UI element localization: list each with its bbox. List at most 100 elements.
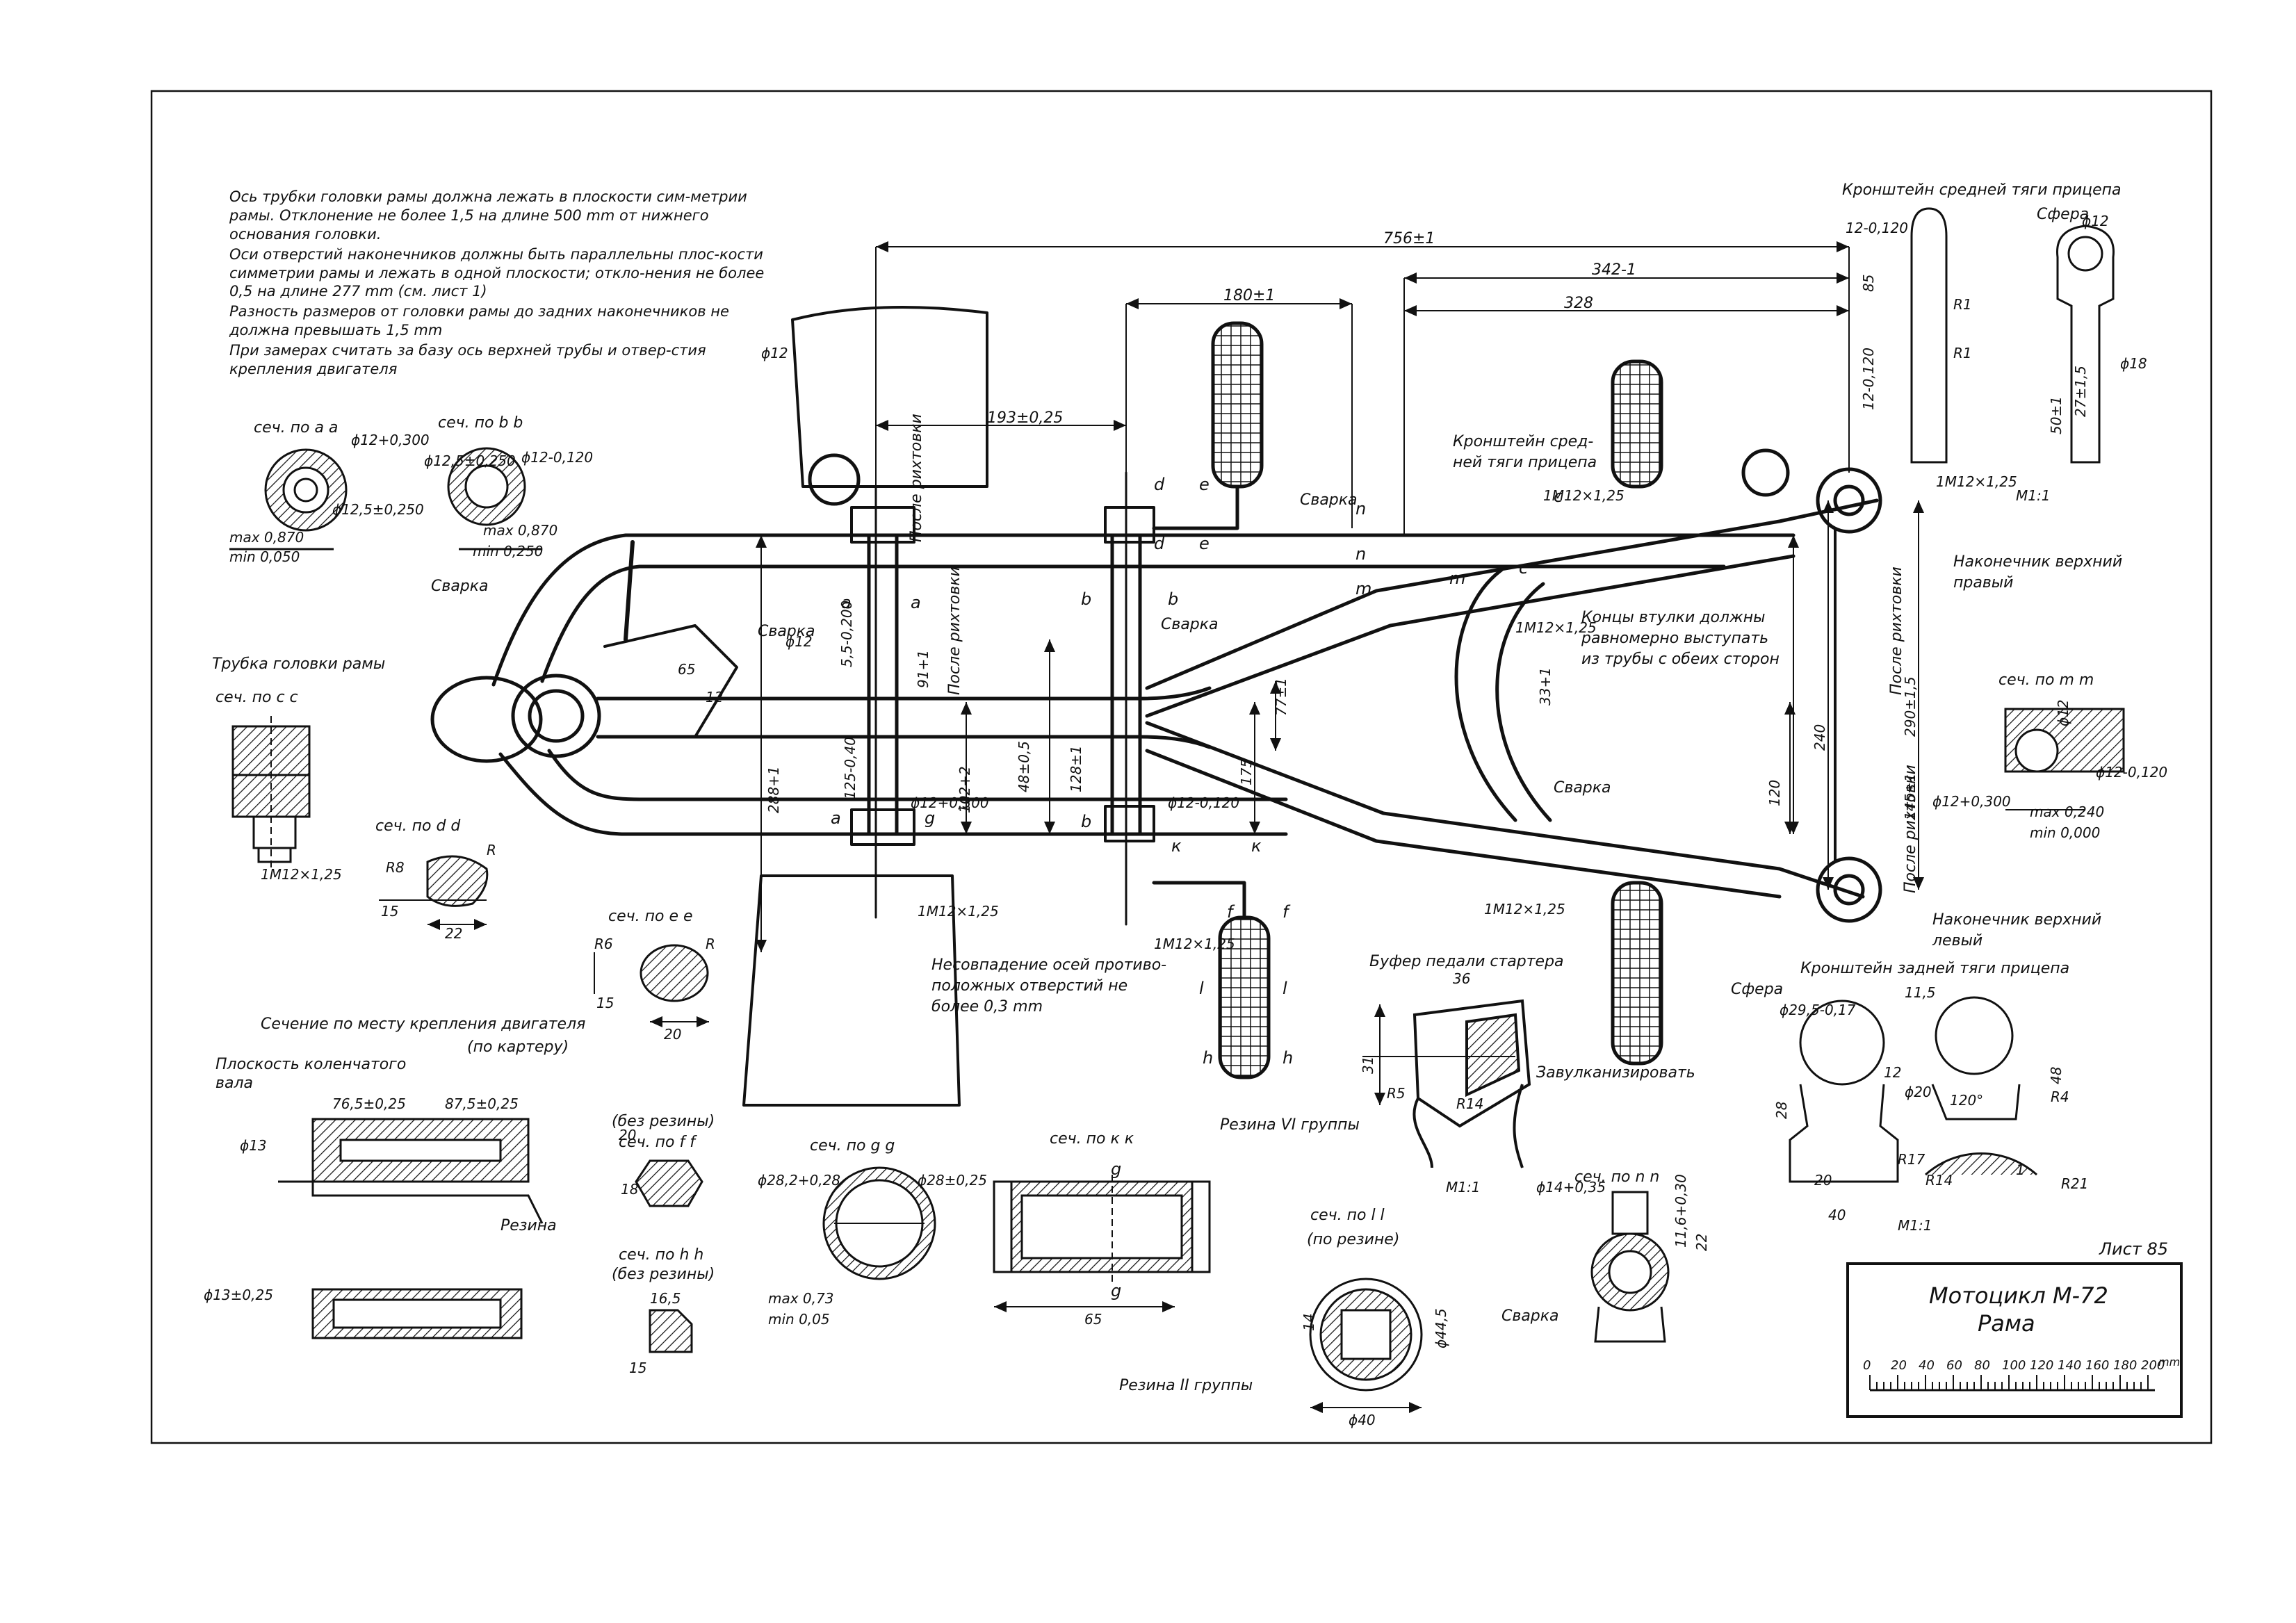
label-tip-right-2: правый — [1953, 574, 2013, 592]
dim-20-ff: 20 — [619, 1127, 636, 1143]
dim-180: 180±1 — [1223, 287, 1275, 304]
label-svarka-1: Сварка — [431, 578, 489, 595]
dim-min0250: min 0,250 — [473, 543, 543, 560]
dim-phi18: ϕ18 — [2120, 355, 2147, 372]
label-svarka-nn: Сварка — [1501, 1307, 1559, 1325]
label-sfera-rear: Сфера — [1731, 981, 1783, 998]
letter-a-1: a — [841, 593, 852, 612]
dim-12-br: 12-0,120 — [1846, 220, 1908, 236]
dim-thread-low-mid: 1M12×1,25 — [1154, 936, 1235, 952]
label-after-straight-3: После рихтовки — [1888, 566, 1905, 695]
dim-phi12-lug: ϕ12 — [785, 633, 813, 650]
label-sec-cc: сеч. по с с — [215, 689, 298, 706]
dim-18-ff: 18 — [621, 1181, 638, 1198]
dim-r17: R17 — [1898, 1151, 1925, 1168]
dim-1: 1 — [2016, 1161, 2025, 1178]
dim-phi13: ϕ13 — [240, 1137, 267, 1154]
dim-756: 756±1 — [1383, 230, 1435, 247]
title-name-2: Рама — [1978, 1310, 2035, 1337]
dim-14-ll: 14 — [1301, 1314, 1317, 1331]
sheet-border — [150, 90, 2213, 1444]
dim-r1-a: R1 — [1953, 296, 1972, 313]
dim-r21: R21 — [2061, 1175, 2088, 1192]
dim-120: 120 — [1766, 780, 1783, 806]
letter-h-1: h — [1203, 1048, 1213, 1068]
dim-phi12ab: ϕ12+0,300 — [351, 432, 430, 448]
label-tip-right-1: Наконечник верхний — [1953, 553, 2122, 571]
dim-phi125: ϕ12,5±0,250 — [332, 501, 424, 518]
dim-20-ee: 20 — [664, 1026, 681, 1043]
dim-128: 128±1 — [1068, 745, 1084, 792]
letter-m-2: m — [1449, 569, 1465, 588]
tip-upper-left-bore — [1833, 874, 1865, 906]
dim-phi12-front: ϕ12 — [761, 345, 788, 361]
label-sec-bb: сеч. по b b — [438, 414, 523, 432]
label-bracket-middle: Кронштейн средней тяги прицепа — [1842, 181, 2122, 199]
dim-165: 16,5 — [650, 1290, 681, 1307]
label-crank-plane-1: Плоскость коленчатого — [215, 1056, 406, 1073]
rear-lower-stay-2 — [1145, 749, 1782, 899]
dim-phi40: ϕ40 — [1349, 1412, 1376, 1428]
dim-phi295: ϕ29,5-0,17 — [1780, 1002, 1856, 1018]
label-sec-ll-note: (по резине) — [1307, 1231, 1399, 1248]
tip-upper-right-bore — [1833, 484, 1865, 516]
side-stand — [624, 540, 635, 642]
letter-k-2: к — [1251, 836, 1262, 856]
letter-e-1: e — [1199, 475, 1210, 494]
dim-phi12-low: ϕ12+0,300 — [911, 794, 989, 811]
note-4: При замерах считать за базу ось верхней … — [229, 342, 706, 377]
dim-36: 36 — [1453, 970, 1470, 987]
title-block-text: Лист 85 Мотоцикл М-72 Рама mm — [1929, 1239, 2180, 1369]
dim-r-ee: R — [706, 936, 715, 952]
footrest-arm-upper — [1152, 484, 1239, 530]
letter-l-1: l — [1199, 979, 1204, 998]
bracket-rear-detail — [1789, 996, 2037, 1183]
label-scale-br: М1:1 — [2016, 487, 2050, 504]
mudguard-outline — [791, 306, 988, 488]
dim-50: 50±1 — [2048, 396, 2065, 434]
head-tube — [511, 674, 601, 758]
dimension-lines — [756, 241, 1924, 1105]
label-sec-mm: сеч. по m m — [1998, 671, 2094, 689]
label-scale-buffer: М1:1 — [1446, 1179, 1480, 1196]
lower-tube-inner — [547, 749, 1288, 801]
scale-label: 40 — [1919, 1358, 1935, 1373]
dim-22-dd: 22 — [445, 925, 462, 942]
rear-lower-stay — [1145, 721, 1865, 899]
label-engine-section: Сечение по месту крепления двигателя — [261, 1016, 585, 1033]
label-svarka-rear: Сварка — [1554, 779, 1611, 797]
label-vulcanize: Завулканизировать — [1536, 1064, 1695, 1082]
letter-d-2: d — [1154, 534, 1165, 553]
label-bracket-mid-1: Кронштейн сред- — [1453, 433, 1593, 450]
lower-tube — [498, 752, 1288, 836]
dim-phi445: ϕ44,5 — [1433, 1308, 1449, 1348]
dim-thread-low-rear: 1M12×1,25 — [1484, 901, 1565, 917]
dim-phi12-mm2: ϕ12+0,300 — [1932, 793, 2011, 810]
spine-tube — [596, 686, 1212, 701]
mid-bracket-low — [1104, 805, 1155, 842]
label-scale-rear: М1:1 — [1898, 1217, 1932, 1234]
dim-max073: max 0,73 — [768, 1290, 833, 1307]
dim-max0870-aa: max 0,870 — [229, 529, 304, 546]
dim-240: 240 — [1811, 724, 1828, 751]
rear-curved-strut — [1454, 568, 1517, 822]
buffer-leg-left — [1412, 1098, 1433, 1168]
dim-342: 342-1 — [1592, 261, 1636, 279]
dim-min0050: min 0,050 — [229, 548, 300, 565]
front-bracket-low — [850, 808, 915, 846]
dim-thread-top: 1M12×1,25 — [1543, 487, 1625, 504]
label-engine-section-note: (по картеру) — [467, 1038, 569, 1056]
dim-85: 85 — [1860, 275, 1877, 292]
label-sfera-top: Сфера — [2037, 206, 2089, 223]
label-rubber: Резина — [500, 1217, 557, 1234]
dim-max0240: max 0,240 — [2030, 804, 2104, 820]
scale-label: 20 — [1891, 1358, 1907, 1373]
dim-max0870-bb: max 0,870 — [483, 522, 557, 539]
label-sec-nn: сеч. по n n — [1574, 1168, 1659, 1186]
scale-label: 120 — [2030, 1358, 2053, 1373]
footrest-lower-rear — [1611, 881, 1663, 1066]
dim-r5: R5 — [1387, 1085, 1406, 1102]
dim-phi12-pipe: ϕ12 — [2055, 699, 2071, 726]
letter-g: g — [925, 808, 935, 828]
section-hh — [649, 1309, 693, 1353]
